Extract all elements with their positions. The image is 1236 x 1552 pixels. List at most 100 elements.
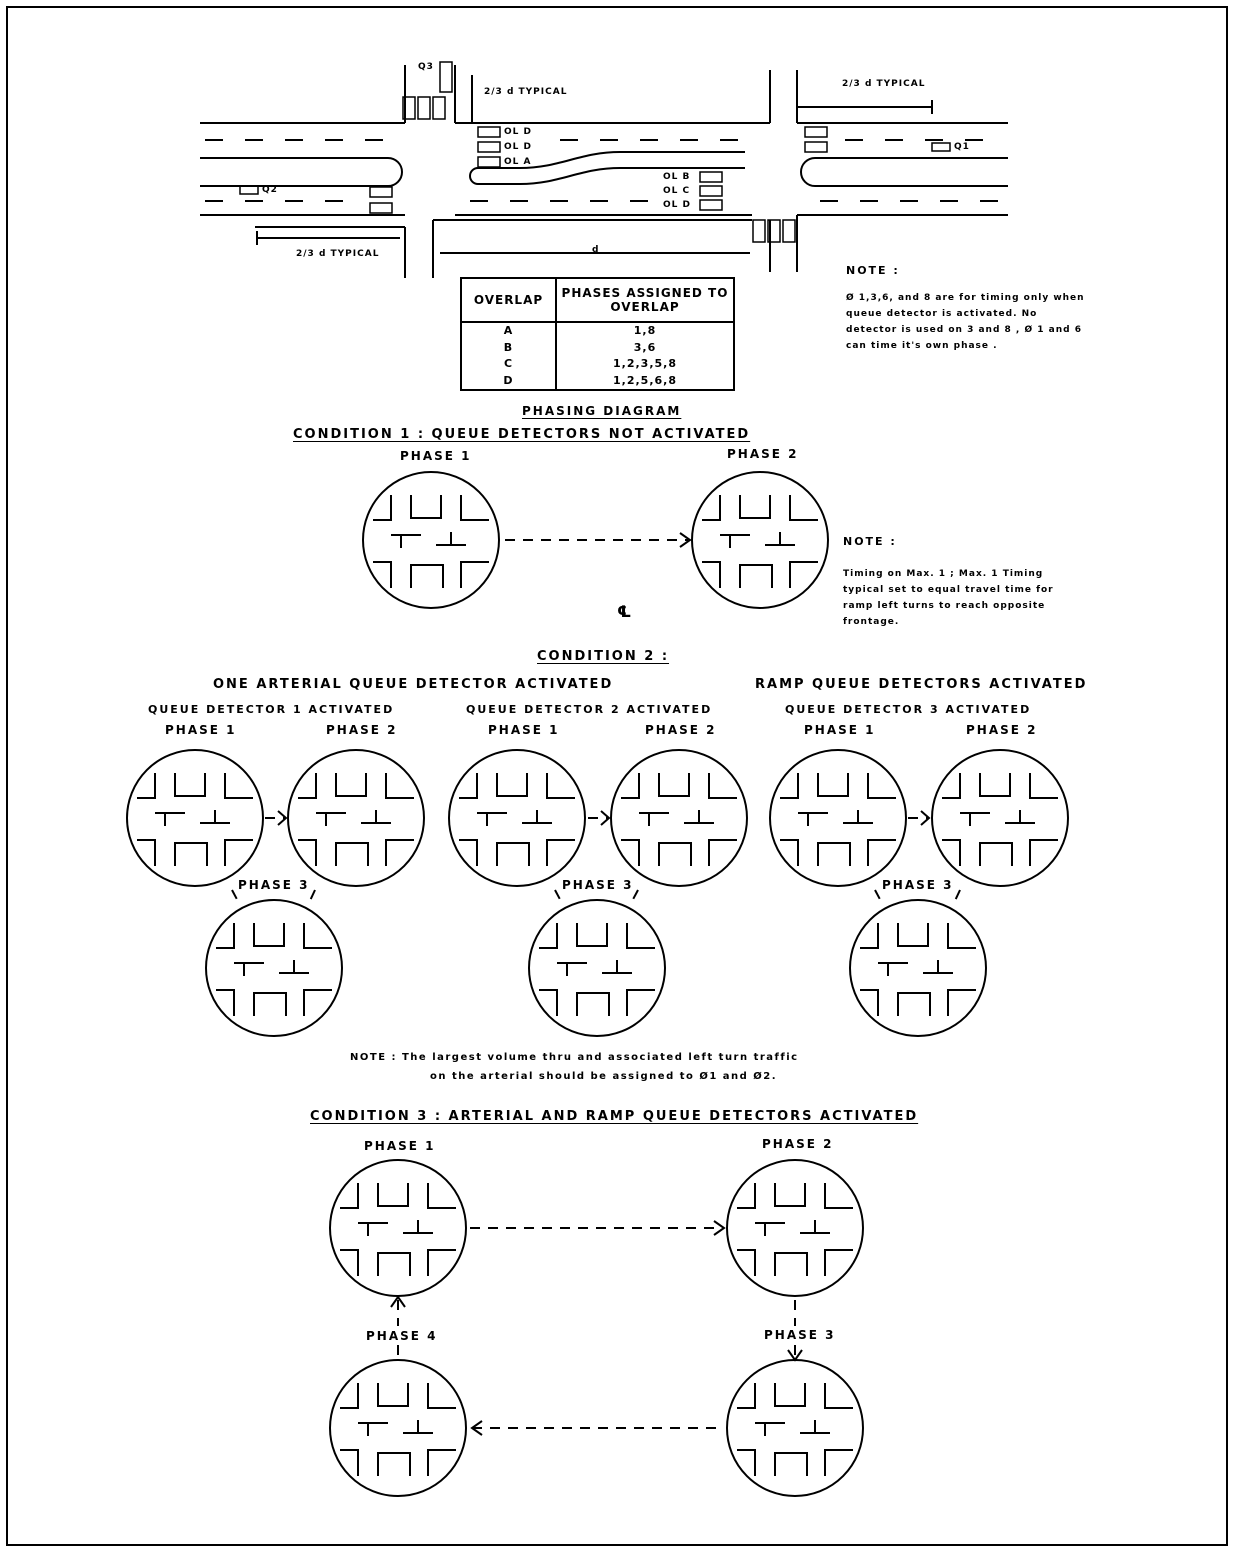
queue-detector-2-label: Q2 [262, 185, 278, 195]
sketch-stroke [947, 923, 976, 949]
group-3-phase-2-label: PHASE 2 [966, 723, 1038, 737]
sketch-stroke [377, 1252, 411, 1276]
intersection-sketch [298, 773, 414, 866]
phases-cell: 3,6 [555, 339, 735, 356]
sketch-stroke [897, 992, 931, 1016]
intersection-sketch [942, 773, 1058, 866]
overlap-cell: B [460, 339, 557, 356]
intersection-sketch [702, 495, 818, 588]
sketch-stroke [780, 839, 799, 866]
intersection-sketch [737, 1383, 853, 1476]
sketch-stroke [224, 773, 253, 799]
sketch-stroke [377, 1452, 411, 1476]
sketch-stroke [377, 1383, 409, 1407]
sketch-stroke [224, 839, 253, 866]
sketch-stroke [385, 773, 414, 799]
group-1-phase-1-label: PHASE 1 [165, 723, 237, 737]
overlap-d-label-2: OL D [504, 142, 532, 152]
condition-1-phase-1-label: PHASE 1 [400, 449, 472, 463]
sketch-stroke [340, 1249, 359, 1276]
intersection-sketch [737, 1183, 853, 1276]
sketch-stroke [303, 923, 332, 949]
top-note-heading: NOTE : [846, 264, 900, 277]
sketch-stroke [708, 773, 737, 799]
sketch-stroke [546, 839, 575, 866]
sketch-stroke [427, 1449, 456, 1476]
condition-1-phase-2-label: PHASE 2 [727, 447, 799, 461]
typical-dimension-label-nw: 2/3 d TYPICAL [484, 87, 568, 97]
sketch-stroke [867, 773, 896, 799]
intersection-sketch [340, 1383, 456, 1476]
sketch-stroke [539, 989, 558, 1016]
sketch-stroke [867, 839, 896, 866]
condition-3-phase-1-label: PHASE 1 [364, 1139, 436, 1153]
sketch-stroke [137, 773, 156, 799]
sketch-stroke [335, 773, 367, 797]
group-3-title: QUEUE DETECTOR 3 ACTIVATED [785, 703, 1032, 716]
overlap-cell: A [460, 322, 557, 340]
overlap-d-label-1: OL D [504, 127, 532, 137]
sketch-stroke [253, 992, 287, 1016]
sketch-stroke [621, 773, 640, 799]
typical-dimension-label-sw: 2/3 d TYPICAL [296, 249, 380, 259]
sketch-stroke [658, 773, 690, 797]
sketch-stroke [702, 495, 721, 521]
sketch-stroke [942, 773, 961, 799]
sketch-stroke [774, 1183, 806, 1207]
queue-detector-1-label: Q1 [954, 142, 970, 152]
sketch-stroke [626, 923, 655, 949]
sketch-stroke [298, 839, 317, 866]
sketch-stroke [1029, 839, 1058, 866]
group-1-phase-2-label: PHASE 2 [326, 723, 398, 737]
sketch-stroke [824, 1449, 853, 1476]
sketch-stroke [824, 1249, 853, 1276]
sketch-stroke [774, 1252, 808, 1276]
sketch-stroke [546, 773, 575, 799]
sketch-stroke [860, 989, 879, 1016]
intersection-sketch [780, 773, 896, 866]
sketch-stroke [621, 839, 640, 866]
sketch-stroke [137, 839, 156, 866]
phases-cell: 1,2,5,6,8 [555, 372, 735, 391]
sketch-stroke [860, 923, 879, 949]
sketch-stroke [303, 989, 332, 1016]
sketch-stroke [174, 773, 206, 797]
group-2-phase-2-label: PHASE 2 [645, 723, 717, 737]
sketch-stroke [410, 564, 444, 588]
sketch-stroke [377, 1183, 409, 1207]
top-note-text: Ø 1,3,6, and 8 are for timing only when … [846, 293, 1085, 351]
sketch-stroke [539, 923, 558, 949]
sketch-stroke [979, 842, 1013, 866]
sketch-stroke [298, 773, 317, 799]
group-3-phase-1-label: PHASE 1 [804, 723, 876, 737]
condition-3-phase-4-label: PHASE 4 [366, 1329, 438, 1343]
phasing-diagram-title: PHASING DIAGRAM [522, 404, 682, 418]
sketch-stroke [576, 992, 610, 1016]
sketch-stroke [780, 773, 799, 799]
group-2-phase-3-label: PHASE 3 [562, 878, 634, 892]
intersection-sketch [137, 773, 253, 866]
overlap-c-label: OL C [663, 186, 691, 196]
sketch-stroke [459, 839, 478, 866]
sketch-stroke [817, 842, 851, 866]
sketch-stroke [774, 1452, 808, 1476]
sketch-stroke [737, 1383, 756, 1409]
sketch-stroke [942, 839, 961, 866]
overlap-column-header: OVERLAP [460, 277, 557, 323]
sketch-stroke [460, 561, 489, 588]
sketch-stroke [253, 923, 285, 947]
sketch-stroke [496, 773, 528, 797]
overlap-d-label-3: OL D [663, 200, 691, 210]
intersection-sketch [340, 1183, 456, 1276]
sketch-stroke [174, 842, 208, 866]
sketch-stroke [979, 773, 1011, 797]
ramp-detector-heading: RAMP QUEUE DETECTORS ACTIVATED [755, 677, 1088, 692]
sketch-stroke [737, 1249, 756, 1276]
sketch-stroke [626, 989, 655, 1016]
sketch-stroke [373, 561, 392, 588]
